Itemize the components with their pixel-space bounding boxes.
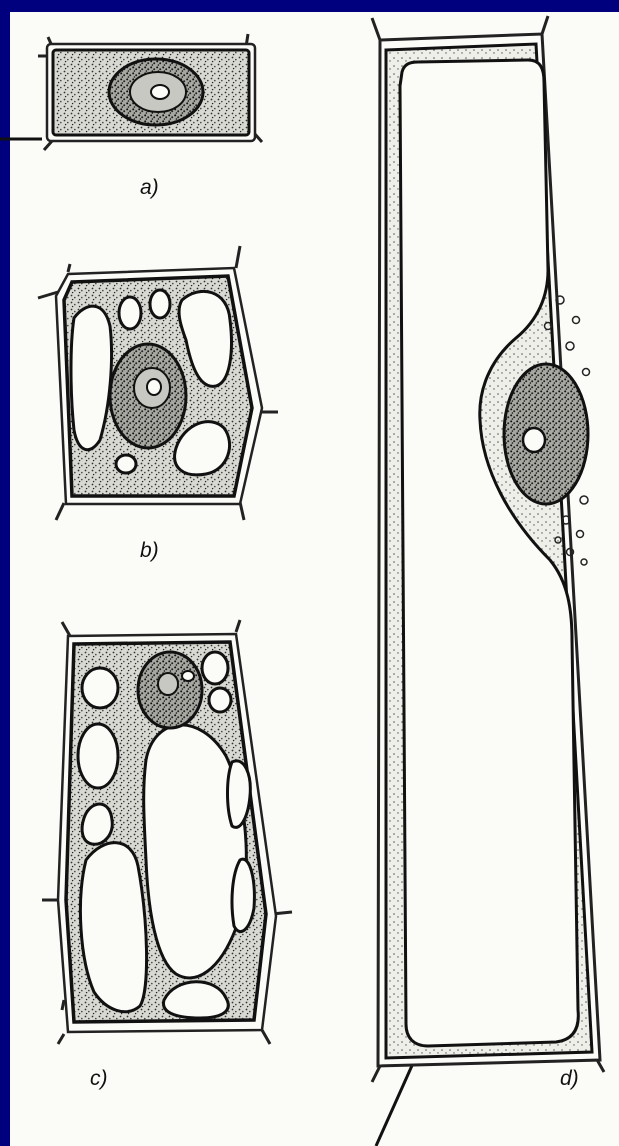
label-c: c) xyxy=(90,1067,108,1090)
nucleus-d xyxy=(504,364,588,504)
vacuole-c-6 xyxy=(80,843,146,1012)
label-d: d) xyxy=(560,1067,579,1090)
vacuole-c-8 xyxy=(228,761,251,828)
label-a: a) xyxy=(140,176,159,199)
cell-c xyxy=(42,620,292,1044)
cell-b xyxy=(38,246,278,520)
vacuole-c-1 xyxy=(82,668,118,708)
vacuole-b-3 xyxy=(150,290,170,318)
vacuole-c-4 xyxy=(78,724,118,788)
nucleolus-a xyxy=(151,85,169,99)
label-b: b) xyxy=(140,539,159,562)
vacuole-c-2 xyxy=(202,652,228,684)
cell-a xyxy=(38,34,262,150)
vacuole-b-6 xyxy=(116,455,136,473)
nucleolus-c xyxy=(158,673,178,695)
vacuole-c-5 xyxy=(82,804,112,844)
vacuole-c-9 xyxy=(232,859,254,931)
nucleolus-d xyxy=(523,428,545,452)
cell-d xyxy=(372,16,604,1082)
nucleolus-b xyxy=(147,379,161,395)
vacuole-b-2 xyxy=(119,297,141,329)
vacuole-c-3 xyxy=(209,688,231,712)
